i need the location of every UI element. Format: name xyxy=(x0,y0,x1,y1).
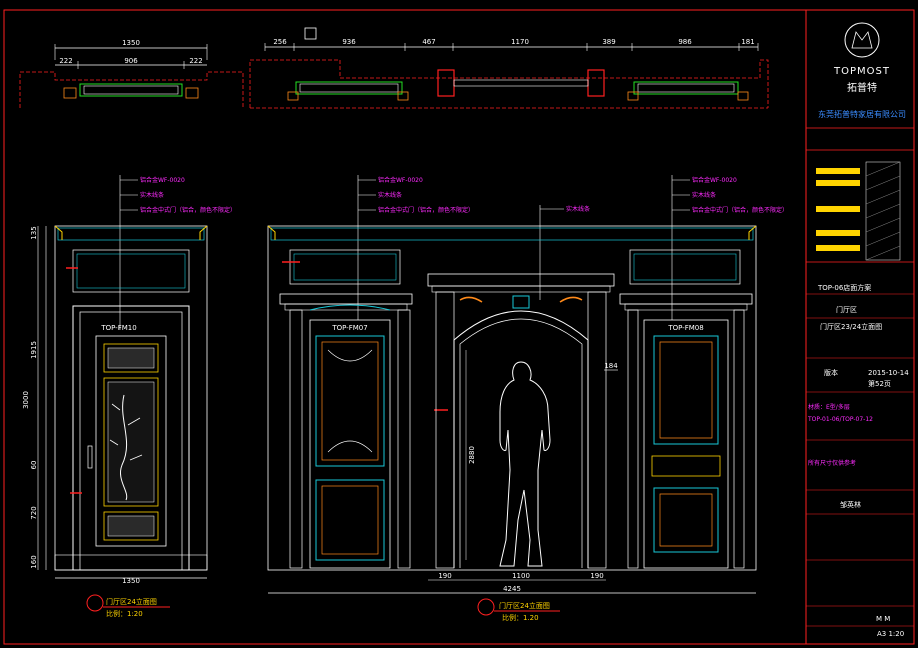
plan-left-dim-3: 222 xyxy=(189,57,202,65)
left-width-dim: 1350 xyxy=(122,577,140,585)
left-drawing-title-marker xyxy=(86,594,104,612)
left-dim-720: 720 xyxy=(30,506,38,519)
right-callout-left-1: 铝合金WF-0020 xyxy=(378,176,423,184)
legend-swatches xyxy=(816,161,901,261)
plan-left-dim-2: 906 xyxy=(124,57,138,65)
plan-view-right: 256 936 467 1170 389 986 181 xyxy=(249,27,769,109)
plan-right-dim-3: 467 xyxy=(422,38,435,46)
version-label: 版本 xyxy=(824,368,838,377)
page-number: 第52页 xyxy=(868,379,891,388)
right-callout-left-3: 铝合金中式门（铝合，颜色不限定） xyxy=(378,206,474,214)
sheet-border xyxy=(3,9,915,645)
right-callout-right-3: 铝合金中式门（铝合，颜色不限定） xyxy=(692,206,788,214)
paper-size-scale: A3 1:20 xyxy=(877,630,904,638)
left-callout-1: 铝合金WF-0020 xyxy=(140,176,185,184)
bottom-dim-3: 190 xyxy=(590,572,603,580)
brand-logo-icon xyxy=(844,22,880,58)
right-callout-right-2: 实木线条 xyxy=(692,191,716,199)
area-name: 门厅区 xyxy=(836,305,857,314)
right-drawing-title-marker xyxy=(477,598,495,616)
overall-width-dim: 4245 xyxy=(503,585,521,593)
plan-left-overall-dim: 1350 xyxy=(122,39,140,47)
arch-height-dim: 2880 xyxy=(468,446,476,464)
left-dim-160: 160 xyxy=(30,555,38,568)
elevation-right: 铝合金WF-0020 实木线条 铝合金中式门（铝合，颜色不限定） 实木线条 铝合… xyxy=(267,175,788,622)
plan-left-dim-1: 222 xyxy=(59,57,72,65)
company-name: 东莞拓普特家居有限公司 xyxy=(818,109,906,119)
left-dim-3000: 3000 xyxy=(22,391,30,409)
human-silhouette xyxy=(499,361,551,567)
right-callout-mid: 实木线条 xyxy=(566,205,590,213)
right-drawing-title: 门厅区24立面图 xyxy=(499,601,550,610)
right-drawing-scale: 比例：1.20 xyxy=(502,613,539,622)
project-name: TOP-06店面方案 xyxy=(817,283,871,292)
bottom-dim-1: 190 xyxy=(438,572,451,580)
right-callout-left-2: 实木线条 xyxy=(378,191,402,199)
left-callout-2: 实木线条 xyxy=(140,191,164,199)
left-callout-3: 铝合金中式门（铝合，颜色不限定） xyxy=(140,206,236,214)
elevation-left: 铝合金WF-0020 实木线条 铝合金中式门（铝合，颜色不限定） 135 191… xyxy=(22,175,236,618)
plan-view-left: 1350 222 906 222 xyxy=(19,39,244,108)
left-dim-1915: 1915 xyxy=(30,341,38,359)
material-line-2: TOP-01-06/TOP-07-12 xyxy=(807,416,873,423)
left-dim-60: 60 xyxy=(30,461,38,470)
right-door-tag-2: TOP-FM08 xyxy=(667,324,703,332)
right-side-dim: 184 xyxy=(604,362,618,370)
note-text: 所有尺寸仅供参考 xyxy=(808,459,856,467)
plan-right-dim-6: 986 xyxy=(678,38,692,46)
right-door-tag-1: TOP-FM07 xyxy=(331,324,367,332)
plan-right-dim-7: 181 xyxy=(741,38,754,46)
right-callout-right-1: 铝合金WF-0020 xyxy=(692,176,737,184)
bottom-dim-2: 1100 xyxy=(512,572,530,580)
plan-right-dim-1: 256 xyxy=(273,38,287,46)
drawing-date: 2015-10-14 xyxy=(868,369,909,377)
material-line-1: 材质：E型/多层 xyxy=(808,403,850,411)
plan-right-dim-2: 936 xyxy=(342,38,356,46)
plan-right-dim-4: 1170 xyxy=(511,38,529,46)
brand-name-cn: 拓普特 xyxy=(847,81,877,94)
left-drawing-scale: 比例：1:20 xyxy=(106,609,143,618)
plan-right-dim-5: 389 xyxy=(602,38,615,46)
title-block: TOPMOST 拓普特 东莞拓普特家居有限公司 TOP-06店面方案 门厅区 门… xyxy=(806,22,914,638)
left-door-tag: TOP-FM10 xyxy=(100,324,136,332)
brand-name: TOPMOST xyxy=(833,66,890,77)
left-dim-135: 135 xyxy=(30,226,38,239)
revision-mark: M M xyxy=(876,615,890,623)
left-drawing-title: 门厅区24立面图 xyxy=(106,597,157,606)
drawing-name: 门厅区23/24立面图 xyxy=(820,322,882,331)
designer-name: 邹英林 xyxy=(840,500,861,509)
